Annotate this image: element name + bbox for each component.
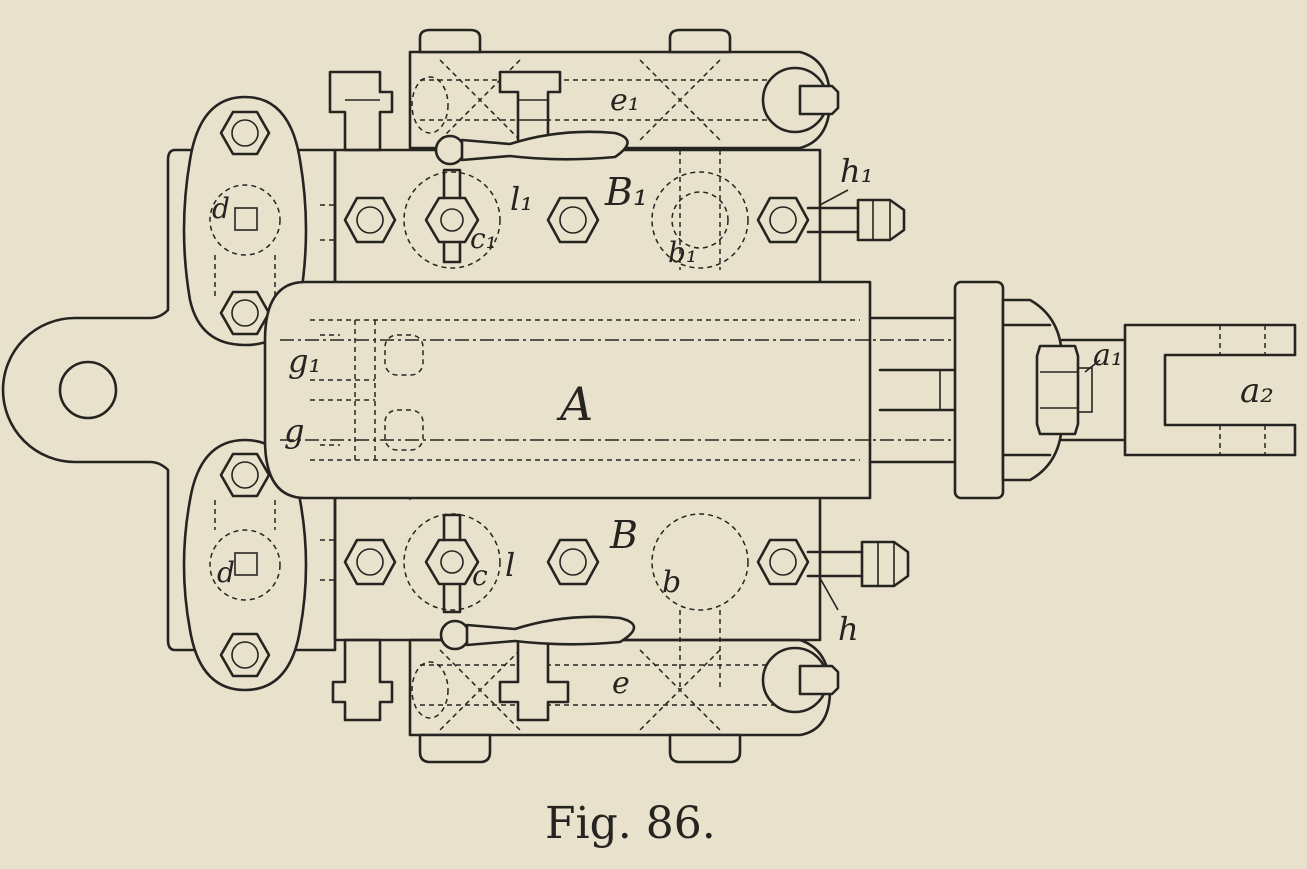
clamp-plate-top <box>182 95 308 347</box>
stuffing-box-gland <box>953 280 1093 500</box>
label-b: B <box>609 513 638 557</box>
label-l1: l₁ <box>510 180 533 218</box>
handle-e1 <box>434 130 629 166</box>
pump-block-b <box>320 459 822 690</box>
label-e: e <box>612 666 630 701</box>
label-a1: a₁ <box>1093 338 1123 373</box>
mounting-eye-hole <box>58 360 118 420</box>
lower-stud-1 <box>331 638 394 722</box>
nut-b-1 <box>343 538 397 586</box>
upper-stud-1 <box>328 70 394 152</box>
label-g1: g₁ <box>288 342 321 380</box>
nut-bottom-plate-1 <box>219 452 271 498</box>
upper-stud-2 <box>498 70 562 152</box>
label-a: A <box>556 377 593 431</box>
nut-bottom-plate-2 <box>219 632 271 678</box>
fork-a2 <box>1060 323 1297 457</box>
label-b: b <box>662 565 681 600</box>
lower-boss-1 <box>418 733 492 764</box>
mounting-flange <box>1 148 337 652</box>
lower-valve-housing <box>331 638 840 764</box>
nut-b1-3 <box>756 196 810 244</box>
label-h1: h₁ <box>840 152 873 190</box>
bolt-h1 <box>806 198 906 242</box>
label-b1: B₁ <box>604 170 648 214</box>
clamp-plate-bottom <box>182 438 308 692</box>
nut-top-plate-1 <box>219 110 271 156</box>
label-e1: e₁ <box>610 83 640 118</box>
valve-cock-c <box>424 513 480 614</box>
upper-valve-housing <box>328 28 840 270</box>
cylinder-a <box>263 280 1110 500</box>
nut-top-plate-2 <box>219 290 271 336</box>
label-d: d <box>217 556 235 589</box>
lower-boss-2 <box>668 733 742 764</box>
nut-b1-1 <box>343 196 397 244</box>
label-h: h <box>838 610 859 648</box>
nut-b-2 <box>546 538 600 586</box>
valve-cock-c1 <box>424 168 480 264</box>
label-b1: b₁ <box>668 236 697 269</box>
label-c: c <box>472 559 488 592</box>
label-l: l <box>505 546 515 584</box>
label-c1: c₁ <box>470 222 497 255</box>
handle-e <box>439 615 636 651</box>
bolt-h <box>806 540 910 588</box>
figure-caption: Fig. 86. <box>545 798 716 849</box>
upper-boss-2 <box>668 28 732 54</box>
upper-boss-1 <box>418 28 482 54</box>
lower-stud-2 <box>498 638 570 722</box>
label-g: g <box>284 412 304 450</box>
nut-b1-2 <box>546 196 600 244</box>
label-a2: a₂ <box>1240 371 1274 411</box>
nut-b-3 <box>756 538 810 586</box>
label-d1: d <box>212 192 230 225</box>
gland-nut <box>1035 344 1080 436</box>
